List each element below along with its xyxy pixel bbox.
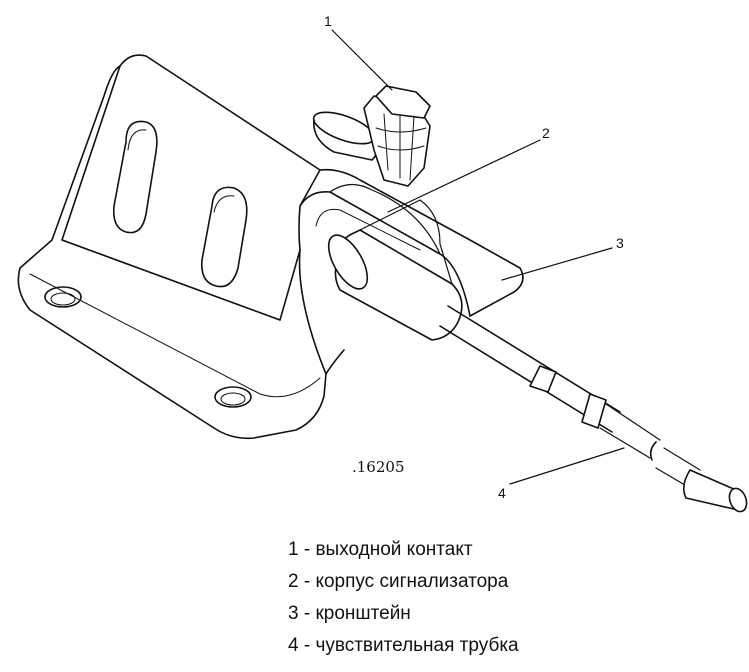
leader-line-1 [331,29,393,91]
bracket-top-edge [51,65,121,241]
leader-line-2 [387,139,541,213]
bracket-slot-upper [112,120,158,234]
leader-line-3 [501,247,613,281]
bracket-left-wall [61,54,321,321]
legend-item-1: 1 - выходной контакт [288,539,473,560]
leader-line-4 [509,447,625,485]
mounting-hole-left [44,286,82,308]
sensor-housing [334,229,463,341]
figure-code: .16205 [352,458,405,476]
callout-1: 1 [324,13,332,29]
legend: 1 - выходной контакт 2 - корпус сигнализ… [288,534,519,662]
legend-item-3: 3 - кронштейн [288,603,411,624]
legend-item-4: 4 - чувствительная трубка [288,635,519,656]
callout-4: 4 [498,485,506,501]
callout-3: 3 [616,235,624,251]
callout-2: 2 [542,125,550,141]
contact-nut [375,85,431,119]
mounting-hole-right [214,386,252,408]
legend-item-2: 2 - корпус сигнализатора [288,571,509,592]
bracket-slot-lower [200,186,248,288]
